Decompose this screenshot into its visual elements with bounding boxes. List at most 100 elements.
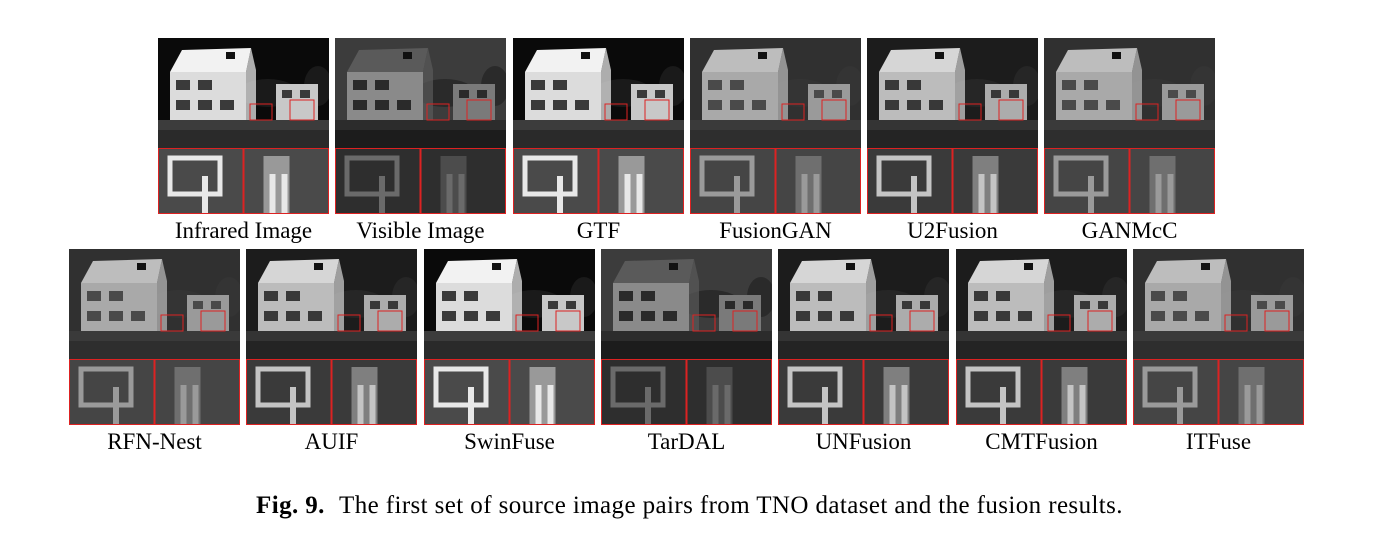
window: [486, 311, 500, 321]
house-roof: [613, 259, 694, 283]
house-wall: [81, 283, 157, 331]
window: [531, 100, 545, 110]
window: [730, 100, 744, 110]
fence-post: [202, 176, 208, 214]
inset-border: [690, 148, 776, 214]
window: [459, 90, 469, 98]
second-house: [453, 84, 495, 120]
window: [974, 291, 988, 301]
roof-window: [314, 263, 323, 270]
window-frame: [522, 155, 578, 197]
window: [477, 90, 487, 98]
second-house: [1251, 295, 1293, 331]
roof-window: [581, 52, 590, 59]
window: [818, 291, 832, 301]
fusion-image: [424, 249, 595, 425]
window: [1195, 311, 1209, 321]
ground: [158, 130, 329, 148]
window: [1173, 291, 1187, 301]
figure-panel: Infrared Image: [158, 38, 329, 243]
panel-label: AUIF: [304, 429, 359, 454]
inset-border: [1133, 359, 1219, 425]
fence-post: [712, 385, 719, 425]
window: [193, 301, 203, 309]
fence-post: [734, 176, 740, 214]
house-side: [512, 259, 522, 331]
inset-border: [335, 148, 421, 214]
highlight-box: [160, 314, 184, 332]
window: [1186, 90, 1196, 98]
window: [655, 90, 665, 98]
fusion-image: [778, 249, 949, 425]
fusion-image: [246, 249, 417, 425]
fusion-image: [690, 38, 861, 214]
second-house: [364, 295, 406, 331]
window: [464, 311, 478, 321]
ground: [69, 341, 240, 359]
house-roof: [1145, 259, 1226, 283]
scene-graphic: [513, 38, 684, 214]
figure-panel: FusionGAN: [690, 38, 861, 243]
window: [743, 301, 753, 309]
scene-graphic: [246, 249, 417, 425]
inset-border: [863, 359, 949, 425]
window: [464, 291, 478, 301]
ground: [1133, 341, 1304, 359]
ground: [601, 341, 772, 359]
fence-post: [446, 174, 453, 214]
roof-window: [846, 263, 855, 270]
figure-row-1: Infrared Image Visible Image GTF FusionG…: [0, 38, 1379, 258]
ground: [246, 341, 417, 359]
house-side: [601, 48, 611, 120]
caption-text: The first set of source image pairs from…: [339, 492, 1123, 519]
scene-graphic: [158, 38, 329, 214]
fusion-image: [601, 249, 772, 425]
house-roof: [436, 259, 517, 283]
window: [198, 80, 212, 90]
ground: [690, 130, 861, 148]
fence-post: [978, 174, 985, 214]
inset-border: [331, 359, 417, 425]
panel-label: CMTFusion: [985, 429, 1098, 454]
window: [131, 311, 145, 321]
roof-window: [1112, 52, 1121, 59]
window: [929, 100, 943, 110]
scene-graphic: [601, 249, 772, 425]
fence-post: [1244, 385, 1251, 425]
fence-post: [369, 385, 376, 425]
fusion-image: [956, 249, 1127, 425]
fence-post: [1088, 176, 1094, 214]
panel-label: Infrared Image: [174, 218, 313, 243]
window: [211, 301, 221, 309]
second-house: [985, 84, 1027, 120]
panel-label: TarDAL: [647, 429, 726, 454]
highlight-box: [1264, 310, 1290, 332]
window-frame: [876, 155, 932, 197]
window: [1084, 100, 1098, 110]
window: [353, 100, 367, 110]
fusion-image: [69, 249, 240, 425]
window: [1275, 301, 1285, 309]
fence-post: [1167, 174, 1174, 214]
fence-post: [1067, 385, 1074, 425]
fence-post: [889, 385, 896, 425]
highlight-box: [644, 99, 670, 121]
window: [1106, 100, 1120, 110]
roof-window: [1201, 263, 1210, 270]
window: [907, 80, 921, 90]
window: [1018, 311, 1032, 321]
inset-border: [956, 359, 1042, 425]
fence-post: [1155, 174, 1162, 214]
window: [974, 311, 988, 321]
roof-window: [669, 263, 678, 270]
window: [375, 80, 389, 90]
roof-window: [935, 52, 944, 59]
panel-label: GTF: [576, 218, 621, 243]
window: [176, 100, 190, 110]
scene-graphic: [867, 38, 1038, 214]
house-roof: [258, 259, 339, 283]
house-wall: [790, 283, 866, 331]
house-roof: [525, 48, 606, 72]
house-wall: [879, 72, 955, 120]
window: [220, 100, 234, 110]
